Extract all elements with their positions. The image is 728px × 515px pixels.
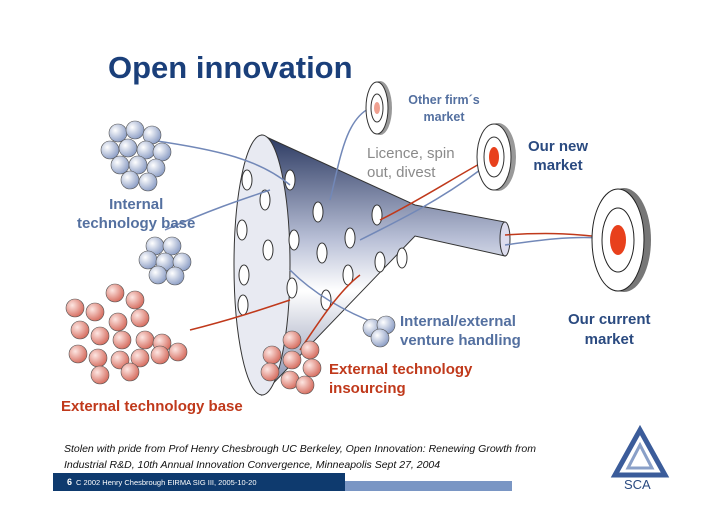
external-tech-ball: [150, 345, 170, 365]
external-tech-ball: [112, 330, 132, 350]
internal-tech-ball: [118, 138, 138, 158]
venture-ball: [370, 328, 390, 348]
internal-tech-ball: [165, 266, 185, 286]
current-line-1: Our current: [568, 311, 651, 328]
funnel-hole: [238, 264, 250, 286]
internal-tech-ball: [138, 172, 158, 192]
external-tech-ball: [85, 302, 105, 322]
sca-logo-text: SCA: [624, 477, 651, 492]
footer-text: C 2002 Henry Chesbrough EIRMA SIG III, 2…: [76, 478, 257, 487]
funnel-hole: [262, 239, 274, 261]
page-number: 6: [67, 477, 73, 487]
sca-logo: [610, 424, 670, 478]
external-tech-ball: [130, 308, 150, 328]
external-tech-ball: [135, 330, 155, 350]
funnel-hole: [288, 229, 300, 251]
funnel-hole: [259, 189, 271, 211]
external-tech-ball: [110, 350, 130, 370]
funnel-hole: [344, 227, 356, 249]
licence-label: Licence, spin out, divest: [367, 144, 455, 182]
internal-tech-ball: [138, 250, 158, 270]
internal-line-2: technology base: [77, 215, 196, 232]
internal-tech-ball: [128, 155, 148, 175]
target-our-new-market: [476, 123, 516, 191]
new-market-line-1: Our new: [528, 138, 589, 155]
external-tech-ball: [168, 342, 188, 362]
external-tech-ball: [68, 344, 88, 364]
external-tech-ball: [108, 312, 128, 332]
flow-arrows: [149, 107, 609, 351]
funnel-hole: [236, 219, 248, 241]
funnel-hole: [396, 247, 408, 269]
footer-accent-bar: [345, 481, 512, 491]
venture-line-1: Internal/external: [400, 313, 516, 330]
insourced-tech-ball: [262, 345, 282, 365]
licence-line-2: out, divest: [367, 164, 436, 181]
external-tech-ball: [65, 298, 85, 318]
external-tech-ball: [70, 320, 90, 340]
internal-line-1: Internal: [109, 196, 164, 213]
target-our-current-market: [591, 188, 651, 292]
citation: Stolen with pride from Prof Henry Chesbr…: [64, 441, 536, 473]
internal-tech-ball: [152, 142, 172, 162]
external-tech-ball: [105, 283, 125, 303]
current-line-2: market: [584, 331, 634, 348]
external-tech-ball: [90, 326, 110, 346]
external-tech-ball: [125, 290, 145, 310]
external-tech-ball: [120, 362, 140, 382]
external-tech-ball: [88, 348, 108, 368]
internal-tech-ball: [100, 140, 120, 160]
funnel-hole: [320, 289, 332, 311]
external-tech-ball: [90, 365, 110, 385]
citation-line-1: Stolen with pride from Prof Henry Chesbr…: [64, 443, 536, 455]
insourced-tech-ball: [260, 362, 280, 382]
other-firm-market-label: Other firm´s market: [408, 93, 480, 124]
funnel-hole: [312, 201, 324, 223]
licence-line-1: Licence, spin: [367, 145, 455, 162]
internal-tech-ball: [162, 236, 182, 256]
funnel-hole: [286, 277, 298, 299]
insourcing-label: External technology insourcing: [329, 360, 472, 398]
insourcing-line-2: insourcing: [329, 380, 406, 397]
new-market-line-2: market: [533, 157, 583, 174]
current-market-label: Our current market: [568, 310, 651, 350]
funnel-hole: [237, 294, 249, 316]
funnel-hole: [316, 242, 328, 264]
funnel: [233, 134, 511, 397]
venture-line-2: venture handling: [400, 332, 521, 349]
external-tech-base-label: External technology base: [61, 398, 243, 415]
internal-tech-ball: [125, 120, 145, 140]
insourced-tech-ball: [300, 340, 320, 360]
insourced-tech-ball: [282, 350, 302, 370]
insourced-tech-ball: [302, 358, 322, 378]
funnel-hole: [374, 251, 386, 273]
internal-tech-ball: [110, 155, 130, 175]
external-tech-ball: [130, 348, 150, 368]
funnel-hole: [371, 204, 383, 226]
internal-tech-ball: [120, 170, 140, 190]
internal-tech-ball: [146, 158, 166, 178]
target-other-firm-market: [365, 81, 392, 135]
new-market-label: Our new market: [528, 137, 588, 175]
internal-tech-ball: [148, 265, 168, 285]
internal-tech-base-label: Internal technology base: [77, 195, 195, 233]
funnel-hole: [284, 169, 296, 191]
insourced-tech-ball: [295, 375, 315, 395]
insourced-tech-ball: [282, 330, 302, 350]
citation-line-2: Industrial R&D, 10th Annual Innovation C…: [64, 459, 441, 471]
insourcing-line-1: External technology: [329, 361, 473, 378]
funnel-hole: [241, 169, 253, 191]
venture-handling-label: Internal/external venture handling: [400, 312, 521, 350]
internal-tech-ball: [108, 123, 128, 143]
slide-title: Open innovation: [108, 50, 353, 85]
